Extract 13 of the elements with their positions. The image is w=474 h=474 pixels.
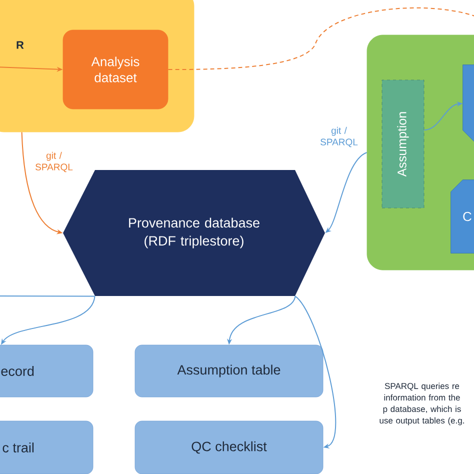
edge-label: git / SPARQL — [36, 152, 73, 172]
assumption-box: Assumption — [382, 80, 424, 208]
table-box: ecord — [0, 344, 94, 398]
arrow — [294, 296, 336, 448]
output-box — [462, 64, 474, 142]
table-box: Assumption table — [134, 344, 324, 398]
edge-label: git / SPARQL — [320, 126, 358, 148]
output-box: C — [450, 180, 474, 254]
dataset-box: Analysis dataset — [62, 30, 168, 110]
table-box: c trail — [0, 420, 94, 474]
edge-label: R — [16, 41, 24, 49]
table-box: QC checklist — [134, 420, 324, 474]
note-text: SPARQL queries re information from the p database, which is use output tables (e.g. — [380, 382, 464, 426]
